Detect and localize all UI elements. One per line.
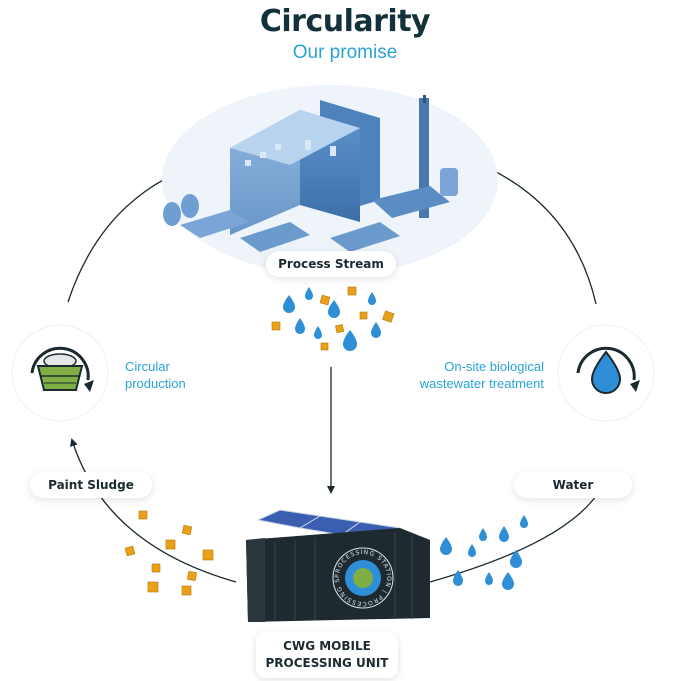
onsite-treatment-label: On-site biological wastewater treatment: [419, 359, 544, 391]
circular-production-node: [11, 324, 109, 422]
paint-sludge-particles: [124, 510, 214, 596]
process-stream-label: Process Stream: [266, 251, 396, 277]
water-particles: [440, 515, 528, 590]
factory-illustration: [162, 85, 498, 275]
water-drop-icon: [283, 287, 381, 351]
page-title: Circularity: [259, 4, 431, 39]
cycle-arc-bottom-left: [69, 438, 237, 583]
mobile-unit-label: CWG MOBILE PROCESSING UNIT: [256, 632, 398, 678]
water-drop-icon: [590, 350, 622, 394]
paint-sludge-bucket-icon: [36, 353, 84, 391]
cycle-arc-bottom-right: [429, 495, 597, 583]
circular-production-label: Circular production: [125, 359, 186, 391]
paint-sludge-label: Paint Sludge: [30, 472, 152, 498]
onsite-treatment-node: [557, 324, 655, 422]
page-subtitle: Our promise: [292, 42, 398, 63]
water-label: Water: [514, 472, 632, 498]
process-stream-particles: [271, 286, 395, 351]
